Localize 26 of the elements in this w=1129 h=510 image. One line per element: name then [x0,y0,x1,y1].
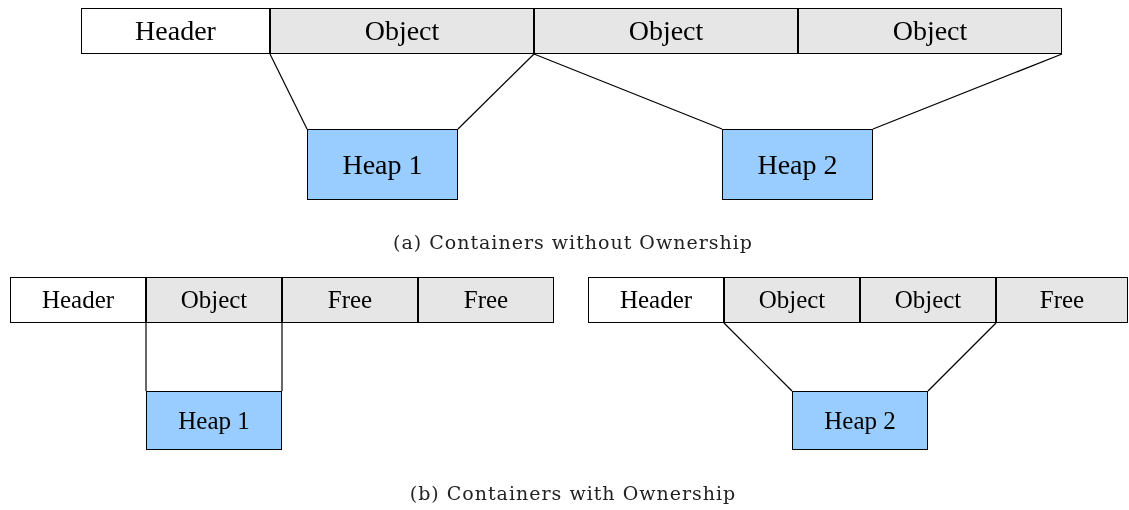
header-cell: Header [81,8,270,54]
connector-line [457,53,535,130]
slot-cell: Object [798,8,1062,54]
figure-caption: (a) Containers without Ownership [393,231,753,253]
slot-cell: Free [282,277,418,323]
slot-cell: Free [996,277,1128,323]
connector-line [281,322,283,392]
heap-box: Heap 1 [307,129,458,200]
figure-caption: (b) Containers with Ownership [409,482,737,504]
heap-box: Heap 2 [792,391,928,450]
connector-line [145,322,147,392]
connector-line [927,322,997,392]
heap-box: Heap 2 [722,129,873,200]
connector-line [533,53,723,130]
slot-cell: Object [270,8,534,54]
header-cell: Header [10,277,146,323]
slot-cell: Object [534,8,798,54]
slot-cell: Object [860,277,996,323]
slot-cell: Free [418,277,554,323]
connector-line [269,53,308,130]
slot-cell: Object [146,277,282,323]
connector-line [723,322,793,392]
heap-box: Heap 1 [146,391,282,450]
connector-line [872,53,1063,130]
slot-cell: Object [724,277,860,323]
header-cell: Header [588,277,724,323]
